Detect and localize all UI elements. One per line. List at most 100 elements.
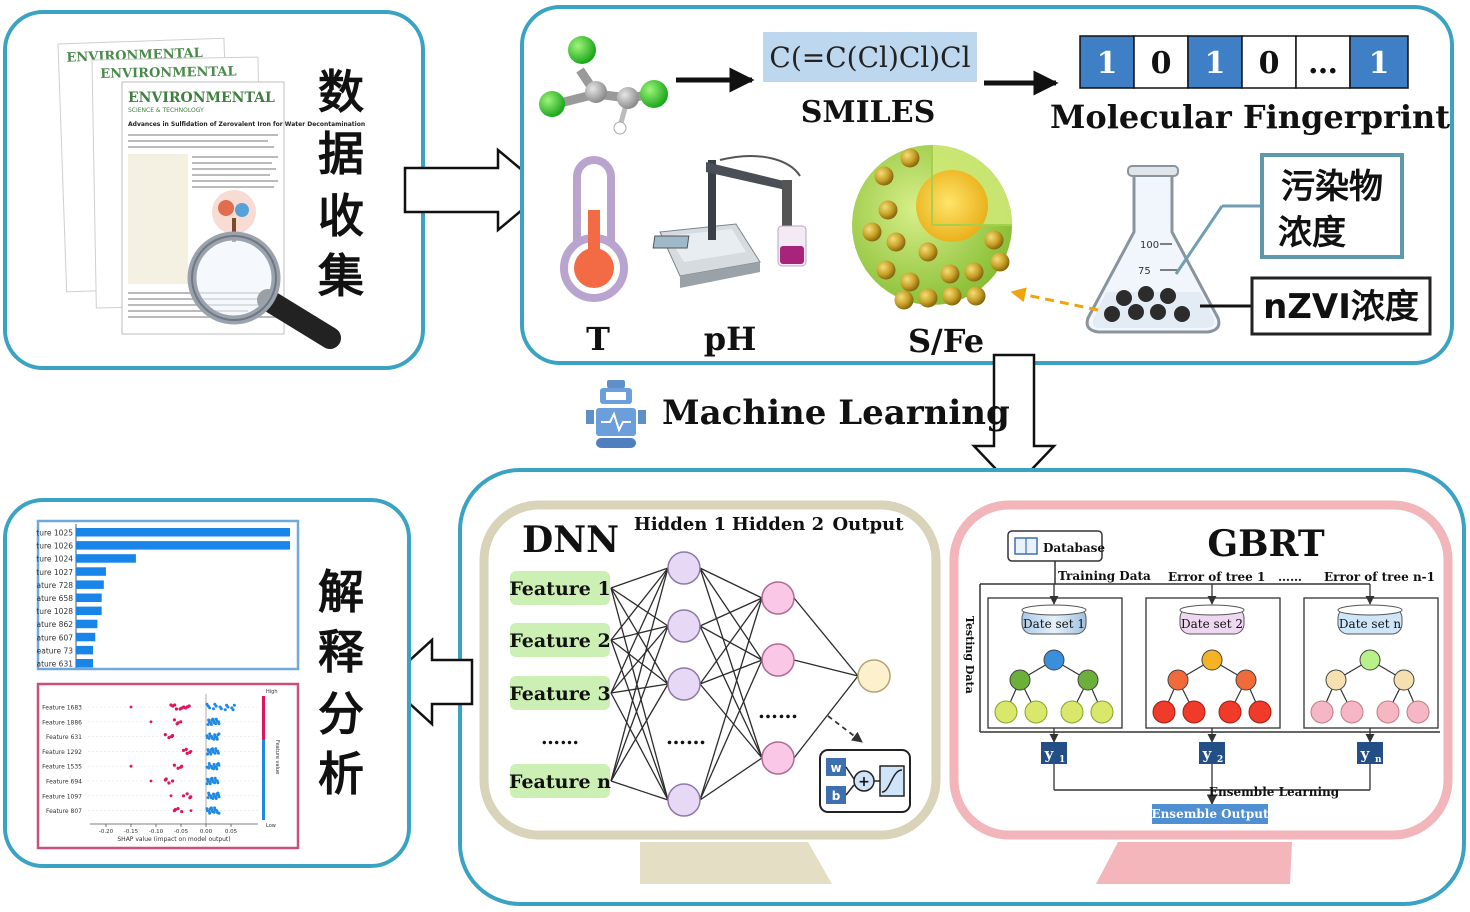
- sfe-label: S/Fe: [908, 322, 984, 360]
- journal-logo-text: ENVIRONMENTAL: [100, 64, 237, 81]
- shap-low-label: Low: [266, 823, 276, 829]
- shap-point: [208, 763, 212, 767]
- neuron-b: b: [832, 789, 841, 803]
- nzvi-label: nZVI浓度: [1263, 287, 1419, 327]
- hidden1-ellipsis: ……: [666, 725, 706, 749]
- hidden2-ellipsis: ……: [758, 699, 798, 723]
- shap-point: [213, 735, 217, 739]
- dnn-edge: [610, 567, 669, 589]
- tree-inner-node: [1167, 669, 1189, 691]
- dnn-edge: [699, 567, 763, 759]
- shap-point: [215, 792, 219, 796]
- bar: [76, 619, 98, 629]
- shap-point: [212, 750, 216, 754]
- neuron-detail-box: w b +: [819, 749, 911, 813]
- shap-point: [207, 720, 211, 724]
- thermometer-icon: [560, 156, 628, 302]
- shap-feature-label: Feature 807: [46, 808, 82, 815]
- shap-point: [176, 807, 180, 811]
- molecule-icon: [539, 36, 668, 135]
- tree-leaf-node: [1376, 700, 1400, 724]
- shap-point: [184, 747, 188, 752]
- sulfur-ball: [918, 288, 938, 308]
- sulfur-ball: [886, 232, 906, 252]
- label-char: 集: [317, 249, 364, 303]
- label-char: 收: [318, 189, 364, 243]
- dnn-features: Feature 1 Feature 2 Feature 3 …… Feature…: [509, 571, 611, 798]
- shap-high-label: High: [266, 689, 278, 695]
- bar: [76, 632, 96, 642]
- tree-output-box: [1357, 742, 1383, 764]
- paper-stack-icon: ENVIRONMENTAL ENVIRONMENTAL ENVIRONMENTA…: [57, 37, 365, 335]
- dnn-edge: [610, 567, 669, 641]
- fingerprint-bit: 0: [1151, 46, 1172, 81]
- shap-tick-label: -0.20: [99, 829, 114, 835]
- tree-output-subscript: 2: [1217, 755, 1223, 765]
- sulfur-ball: [862, 222, 882, 242]
- shap-point: [213, 808, 217, 812]
- shap-feature-label: Feature 1097: [42, 793, 82, 800]
- dnn-edge: [699, 597, 763, 685]
- label-char: 数: [318, 65, 364, 119]
- robot-icon: [586, 380, 646, 448]
- shap-point: [212, 707, 216, 711]
- tree-leaf-node: [1406, 700, 1430, 724]
- tree-leaf-node: [1218, 700, 1242, 724]
- gbrt-monitor-stand: [1096, 842, 1292, 884]
- shap-feature-label: Feature 1886: [42, 719, 82, 726]
- layer-header-hidden2: Hidden 2: [732, 514, 824, 535]
- dnn-edge: [699, 683, 763, 759]
- shap-point: [223, 708, 227, 712]
- tree-output-label: y: [1360, 745, 1371, 763]
- dataset-label: Date set 1: [1023, 617, 1085, 631]
- dnn-edge: [610, 683, 669, 782]
- fingerprint-bit: …: [1308, 46, 1338, 81]
- dnn-output-node: [857, 659, 891, 693]
- shap-point: [216, 733, 220, 737]
- shap-point: [206, 796, 210, 800]
- shap-feature-label: Feature 1292: [42, 749, 82, 756]
- shap-point: [219, 707, 223, 711]
- bar-label: ature 658: [36, 594, 73, 603]
- dnn-edge: [610, 587, 669, 627]
- shap-point: [216, 751, 220, 755]
- shap-point: [205, 765, 209, 769]
- shap-point: [163, 778, 167, 782]
- ph-label: pH: [704, 320, 757, 358]
- dnn-edge: [610, 567, 669, 694]
- dnn-edge: [610, 625, 669, 641]
- data-collection-panel: ENVIRONMENTAL ENVIRONMENTAL ENVIRONMENTA…: [3, 10, 425, 370]
- bar: [76, 645, 94, 655]
- gbrt-title: GBRT: [1207, 523, 1324, 565]
- shap-point: [163, 733, 167, 737]
- shap-point: [172, 763, 177, 767]
- shap-point: [209, 723, 213, 726]
- sulfur-ball: [964, 262, 984, 282]
- pollutant-box: [1260, 153, 1404, 259]
- shap-point: [206, 809, 210, 813]
- sulfur-ball: [900, 272, 920, 292]
- dnn-feature-ellipsis: ……: [541, 727, 579, 749]
- shap-point: [189, 809, 193, 812]
- layer-header-output: Output: [832, 514, 904, 535]
- tree-leaf-node: [1310, 700, 1334, 724]
- sulfur-ball: [940, 264, 960, 284]
- fingerprint-bit: 1: [1369, 46, 1390, 81]
- tree-leaf-node: [1024, 700, 1048, 724]
- tree-inner-node: [1235, 669, 1257, 691]
- shap-point: [172, 718, 177, 722]
- smiles-box: [763, 32, 977, 82]
- ml-label: Machine Learning: [662, 393, 1010, 433]
- dataset-cylinder-top: [1021, 604, 1087, 616]
- error-label: Error of tree 1: [1168, 570, 1265, 584]
- bar-label: ture 1028: [36, 607, 73, 616]
- tree-leaf-node: [1090, 700, 1114, 724]
- sulfur-ball: [900, 148, 920, 168]
- flask-icon: 100 75: [1085, 165, 1221, 334]
- pollutant-label-1: 污染物: [1281, 167, 1383, 207]
- shap-point: [217, 795, 221, 799]
